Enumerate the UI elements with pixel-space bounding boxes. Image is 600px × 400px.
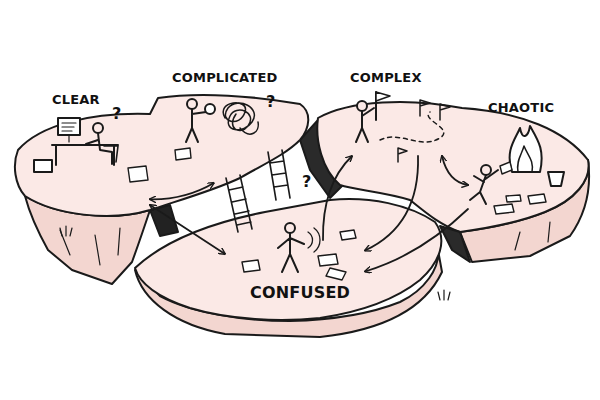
domain-region: CONFUSED	[225, 240, 365, 310]
domain-region: COMPLICATED	[170, 68, 295, 183]
transition-arrow	[365, 209, 468, 272]
transition-arrow	[150, 183, 214, 199]
question-mark: ?	[302, 172, 311, 191]
domain-region: CHAOTIC	[468, 95, 585, 215]
domain-label: CLEAR	[52, 92, 100, 107]
question-mark: ?	[112, 104, 121, 123]
domain-label: COMPLEX	[350, 70, 422, 85]
transition-arrow	[150, 205, 225, 254]
question-mark: ?	[266, 92, 275, 111]
transition-arrow	[323, 156, 352, 240]
transition-arrow	[365, 156, 418, 251]
transition-arrow	[442, 156, 468, 185]
domain-region: CLEAR	[30, 90, 150, 205]
domain-label: CONFUSED	[250, 283, 350, 302]
domain-label: CHAOTIC	[488, 100, 554, 115]
domain-label: COMPLICATED	[172, 70, 278, 85]
domain-region: COMPLEX	[340, 66, 460, 156]
